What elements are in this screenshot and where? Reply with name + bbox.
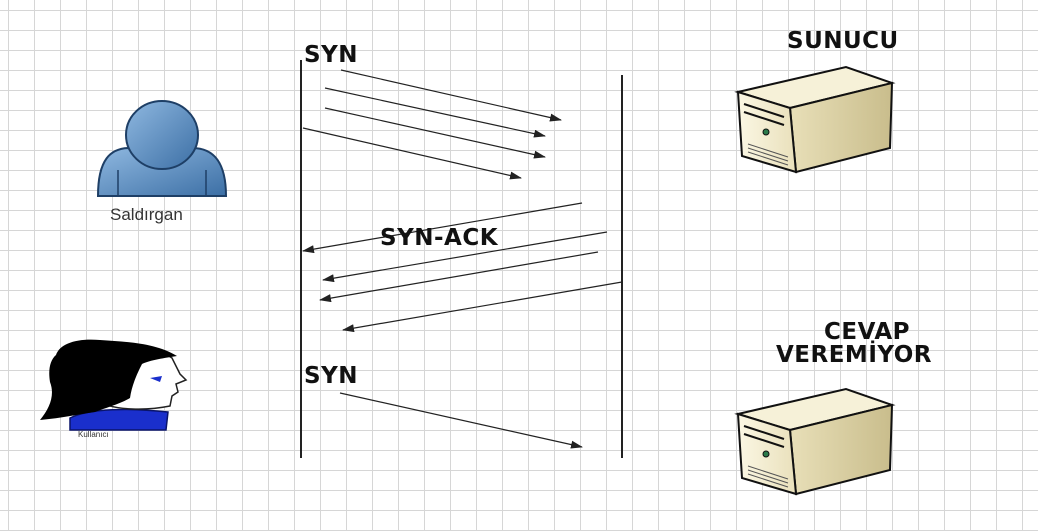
attacker-label: Saldırgan (110, 205, 183, 224)
syn-label-top: SYN (304, 42, 358, 68)
server-icon (734, 65, 896, 174)
user-syn-arrow (339, 392, 583, 449)
server-status-line2: VEREMİYOR (776, 342, 932, 368)
server-status-line1: CEVAP (824, 319, 910, 345)
syn-label-bottom: SYN (304, 363, 358, 389)
syn-arrow (302, 127, 522, 180)
syn-arrow (324, 87, 546, 138)
user-head-icon (40, 339, 188, 431)
syn-ack-arrow (302, 202, 583, 254)
user-label: Kullanıcı (78, 430, 109, 439)
server-label: SUNUCU (787, 28, 899, 54)
syn-ack-arrow (322, 231, 608, 283)
person-icon (96, 100, 228, 197)
server-icon (734, 387, 896, 496)
syn-ack-arrow (319, 251, 599, 303)
syn-ack-arrow (342, 281, 623, 333)
syn-ack-label: SYN-ACK (380, 225, 499, 251)
syn-arrow (340, 69, 562, 122)
syn-arrow (324, 107, 546, 159)
